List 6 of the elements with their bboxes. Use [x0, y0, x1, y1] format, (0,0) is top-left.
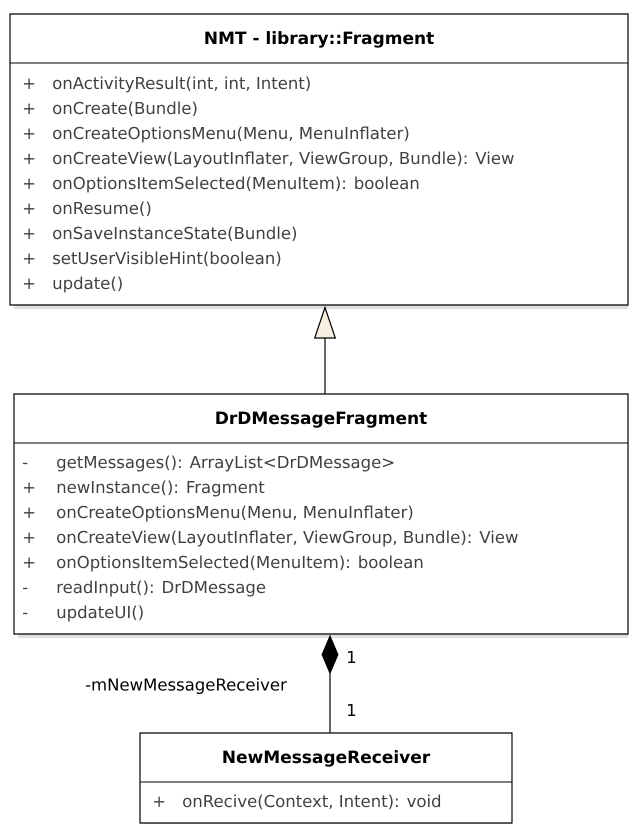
method-text: onRecive(Context, Intent): void: [183, 794, 440, 810]
class-name: NewMessageReceiver: [223, 750, 430, 767]
multiplicity: 1: [348, 650, 356, 663]
visibility-sign: +: [154, 796, 164, 807]
role-name: -mNewMessageReceiver: [86, 678, 287, 694]
multiplicity: 1: [348, 704, 356, 716]
